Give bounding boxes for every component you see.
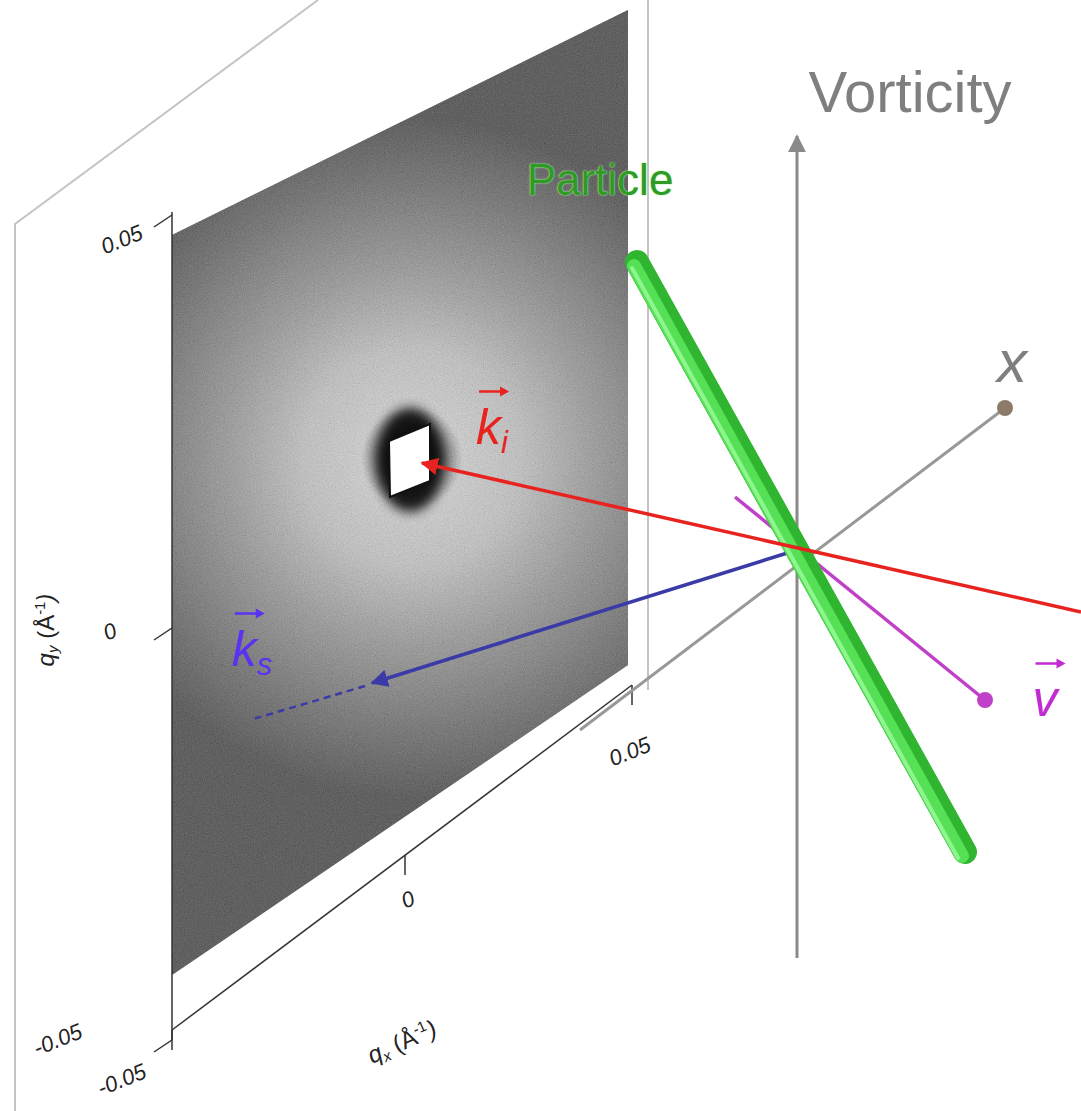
- axis-letter: x: [997, 332, 1027, 392]
- tick-value: -0.05: [30, 1019, 86, 1061]
- particle-cylinder: [632, 262, 965, 858]
- tick-label: -0.05: [31, 1020, 86, 1059]
- vector-arrow: [478, 384, 509, 399]
- tick-label: -0.05: [95, 1060, 150, 1099]
- particle-label: Particle: [527, 158, 674, 202]
- vector-arrow-shaft: [235, 612, 259, 615]
- tick-value: 0: [99, 618, 120, 646]
- subscript: s: [257, 647, 273, 682]
- tick-value: 0.05: [97, 220, 146, 259]
- vector-arrow-head: [500, 387, 509, 397]
- vector-arrow-head: [256, 609, 265, 619]
- scattered-beam: [250, 550, 797, 720]
- label-text: v: [1033, 671, 1058, 727]
- label-text: x: [997, 328, 1027, 395]
- tick-value: 0: [397, 886, 418, 914]
- vector-arrow-shaft: [1036, 662, 1060, 665]
- vector-arrow-shaft: [479, 390, 503, 393]
- label-text: ): [32, 594, 59, 602]
- tick-label: 0: [100, 620, 120, 645]
- axis-title: Vorticity: [808, 63, 1011, 121]
- tick-label: 0: [398, 888, 418, 913]
- tick-label: 0.05: [606, 734, 654, 770]
- axis-title: qy (Å-1): [34, 594, 58, 667]
- detector-axes: [154, 212, 632, 1052]
- vector-arrow: [1035, 656, 1066, 671]
- label-text: k: [476, 399, 501, 455]
- subscript: y: [45, 646, 61, 653]
- vector-label: v: [1033, 656, 1058, 724]
- vector-arrow: [234, 606, 265, 621]
- vector-label: ks: [232, 606, 273, 674]
- label-text: (Å: [32, 615, 59, 639]
- label-text: k: [232, 621, 257, 677]
- label-text: Vorticity: [808, 59, 1011, 124]
- superscript: -1: [32, 602, 48, 615]
- tick-value: -0.05: [94, 1059, 150, 1101]
- axis-title: qx(Å-1): [364, 1016, 440, 1068]
- subscript: i: [501, 425, 508, 460]
- vector-arrow-head: [1057, 659, 1066, 669]
- incident-beam: [422, 463, 1081, 612]
- label-text: q: [32, 653, 59, 666]
- tick-label: 0.05: [98, 222, 146, 258]
- tick-value: 0.05: [605, 732, 654, 771]
- label-text: Particle: [527, 155, 674, 204]
- vector-label: ki: [476, 384, 508, 452]
